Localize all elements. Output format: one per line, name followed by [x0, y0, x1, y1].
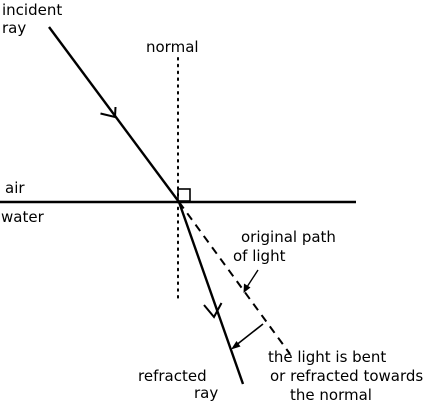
normal-label: normal: [146, 38, 199, 56]
original-path-line: [178, 201, 291, 355]
incident-ray-arrow: [100, 106, 117, 119]
refracted-label-line1: refracted: [138, 367, 207, 385]
bent-note-line2: or refracted towards: [270, 367, 423, 385]
incident-label-line2: ray: [2, 19, 26, 37]
bent-note-line3: the normal: [290, 386, 372, 404]
refracted-label-line2: ray: [194, 384, 218, 402]
incident-label-line1: incident: [2, 1, 62, 19]
incident-ray-line: [48, 26, 180, 203]
refracted-ray-line: [177, 201, 245, 385]
air-label: air: [5, 179, 25, 197]
bent-note-line1: the light is bent: [268, 348, 386, 366]
refracted-ray-arrow: [203, 302, 223, 319]
bend-arrow-line: [234, 323, 264, 347]
bend-arrow-head: [231, 341, 241, 350]
original-path-pointer-head: [243, 283, 251, 293]
water-label: water: [1, 208, 45, 226]
right-angle-marker: [177, 188, 191, 202]
original-path-label-line1: original path: [241, 228, 336, 246]
original-path-label-line2: of light: [233, 247, 286, 265]
